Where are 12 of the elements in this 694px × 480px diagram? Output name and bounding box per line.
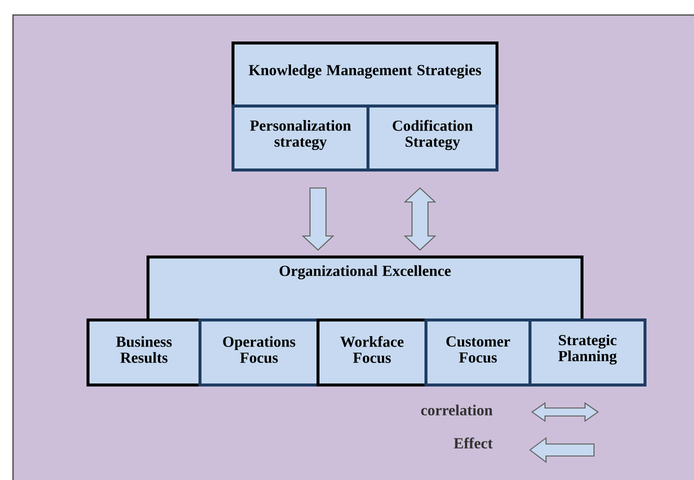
text-box: Customer Focus <box>424 318 532 386</box>
legend-label: Effect <box>454 438 493 448</box>
block-arrow <box>404 187 436 251</box>
text-box: Workface Focus <box>316 318 428 386</box>
text-box: Business Results <box>86 318 202 386</box>
text-box: Strategic Planning <box>528 318 646 386</box>
legend-label: correlation <box>421 404 493 416</box>
text-box: Knowledge Management Strategies <box>232 42 498 108</box>
text-box: Operations Focus <box>198 318 320 386</box>
text-box: Codification Strategy <box>366 104 498 172</box>
text-box: Personalization strategy <box>232 104 370 172</box>
block-arrow <box>302 187 334 251</box>
